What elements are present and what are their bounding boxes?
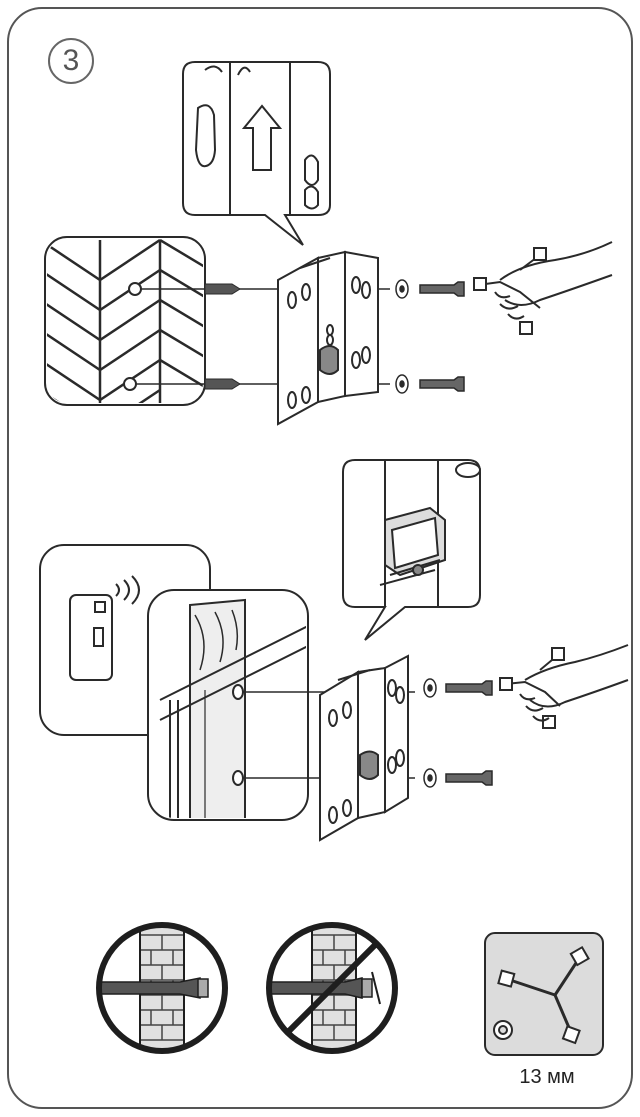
top-washers-bolts (395, 279, 465, 394)
top-wall-anchors (204, 283, 241, 390)
middle-bracket (319, 654, 409, 842)
step-number: 3 (62, 44, 80, 77)
middle-callout (342, 459, 481, 641)
top-callout (182, 61, 331, 246)
top-hand-wrench (473, 241, 613, 335)
top-bracket (277, 250, 379, 426)
anchor-correct-icon (96, 922, 228, 1054)
wrench-icon (484, 932, 604, 1056)
page-border (7, 7, 633, 1109)
tiled-wall-panel (44, 236, 206, 406)
middle-washers-bolts (423, 678, 493, 788)
door-frame-panel (147, 589, 309, 821)
step-circle (48, 38, 94, 84)
middle-hand-wrench (499, 644, 629, 729)
anchor-prohibited-icon (266, 922, 398, 1054)
wrench-size-label: 13 мм (519, 1066, 575, 1088)
